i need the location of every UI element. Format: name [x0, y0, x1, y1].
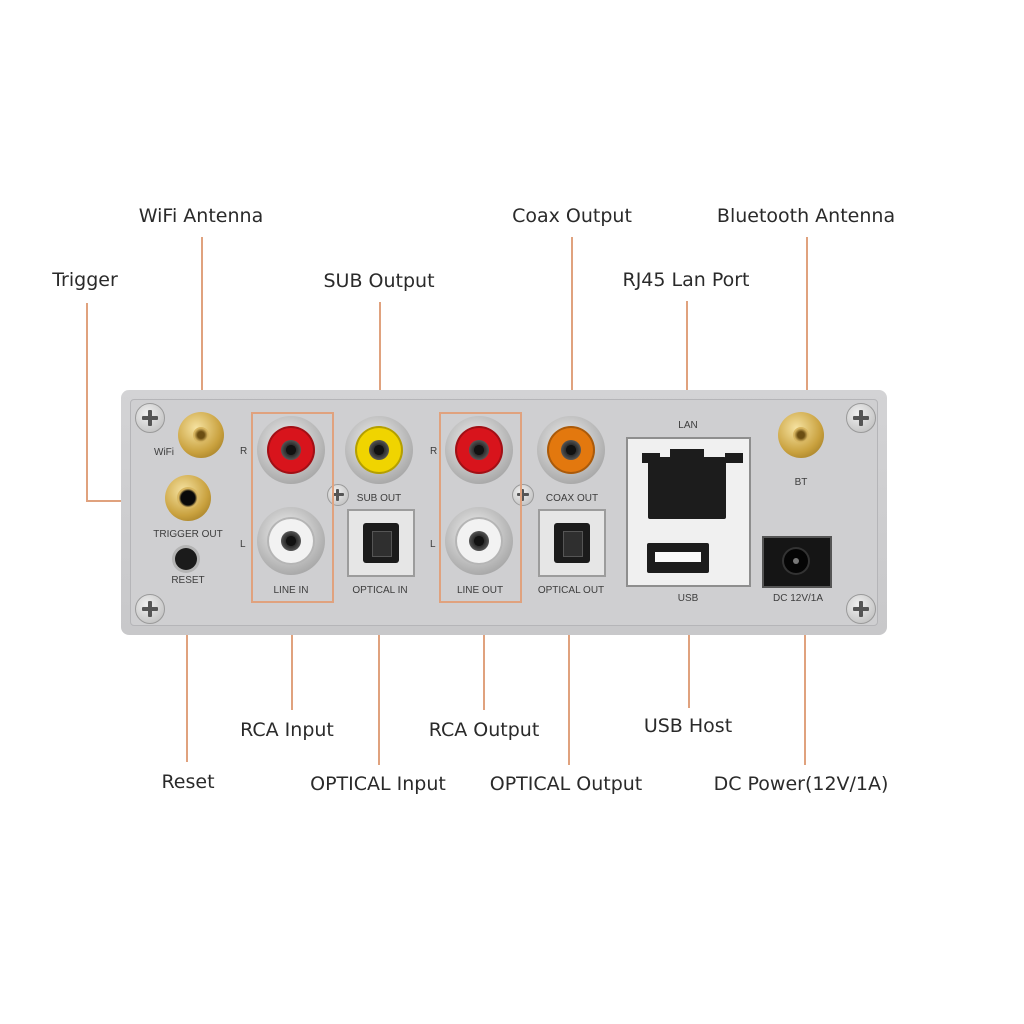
line-in-l-label: L [240, 539, 246, 550]
line-out-label: LINE OUT [456, 585, 504, 596]
callout-sub-output: SUB Output [323, 270, 435, 292]
leader-optical-input [378, 540, 380, 765]
bt-label: BT [794, 477, 808, 488]
usb-host-port[interactable] [647, 543, 709, 573]
reset-button[interactable] [175, 548, 197, 570]
screw-icon [846, 594, 876, 624]
callout-rca-input: RCA Input [240, 719, 334, 741]
coax-out-jack[interactable] [537, 416, 605, 484]
line-in-right-jack[interactable] [257, 416, 325, 484]
leader-rca-input [291, 600, 293, 710]
wifi-antenna-connector[interactable] [178, 412, 224, 458]
screw-icon [135, 594, 165, 624]
rear-panel: WiFi TRIGGER OUT RESET R L LINE IN SUB O… [121, 390, 887, 635]
screw-icon [512, 484, 534, 506]
optical-out-port[interactable] [538, 509, 606, 577]
usb-label: USB [677, 593, 699, 604]
callout-coax-output: Coax Output [512, 205, 632, 227]
screw-icon [846, 403, 876, 433]
leader-dc-power [804, 566, 806, 765]
sub-out-jack[interactable] [345, 416, 413, 484]
leader-sub-output [379, 302, 381, 455]
leader-bluetooth-antenna [806, 237, 808, 435]
line-out-right-jack[interactable] [445, 416, 513, 484]
rj45-lan-port[interactable] [648, 449, 726, 519]
leader-rca-output [483, 600, 485, 710]
line-out-left-jack[interactable] [445, 507, 513, 575]
trigger-out-jack[interactable] [165, 475, 211, 521]
optical-out-label: OPTICAL OUT [537, 585, 605, 596]
callout-rca-output: RCA Output [428, 719, 540, 741]
callout-reset: Reset [161, 771, 215, 793]
callout-wifi-antenna: WiFi Antenna [138, 205, 264, 227]
bluetooth-antenna-connector[interactable] [778, 412, 824, 458]
reset-label: RESET [171, 575, 205, 586]
callout-optical-output: OPTICAL Output [489, 773, 643, 795]
lan-label: LAN [678, 420, 698, 431]
coax-out-label: COAX OUT [545, 493, 599, 504]
trigger-out-label: TRIGGER OUT [153, 529, 223, 540]
optical-in-label: OPTICAL IN [352, 585, 408, 596]
optical-in-port[interactable] [347, 509, 415, 577]
line-out-r-label: R [430, 446, 438, 457]
network-port-box [626, 437, 751, 587]
line-in-r-label: R [240, 446, 248, 457]
line-in-left-jack[interactable] [257, 507, 325, 575]
screw-icon [135, 403, 165, 433]
callout-dc-power: DC Power(12V/1A) [713, 773, 889, 795]
leader-wifi-antenna [201, 237, 203, 437]
leader-reset [186, 570, 188, 762]
leader-trigger-vertical [86, 303, 88, 501]
leader-rj45-lan-port [686, 301, 688, 419]
leader-coax-output [571, 237, 573, 457]
line-out-group-outline [439, 412, 522, 603]
callout-rj45-lan-port: RJ45 Lan Port [622, 269, 750, 291]
line-in-label: LINE IN [273, 585, 309, 596]
callout-optical-input: OPTICAL Input [310, 773, 446, 795]
leader-optical-output [568, 540, 570, 765]
callout-trigger: Trigger [52, 269, 118, 291]
lan-led-right [725, 453, 743, 463]
callout-usb-host: USB Host [643, 715, 733, 737]
callout-bluetooth-antenna: Bluetooth Antenna [716, 205, 896, 227]
line-in-group-outline [251, 412, 334, 603]
dc-label: DC 12V/1A [772, 593, 824, 604]
wifi-label: WiFi [154, 447, 174, 458]
dc-power-jack[interactable] [762, 536, 832, 588]
sub-out-label: SUB OUT [356, 493, 402, 504]
line-out-l-label: L [430, 539, 436, 550]
